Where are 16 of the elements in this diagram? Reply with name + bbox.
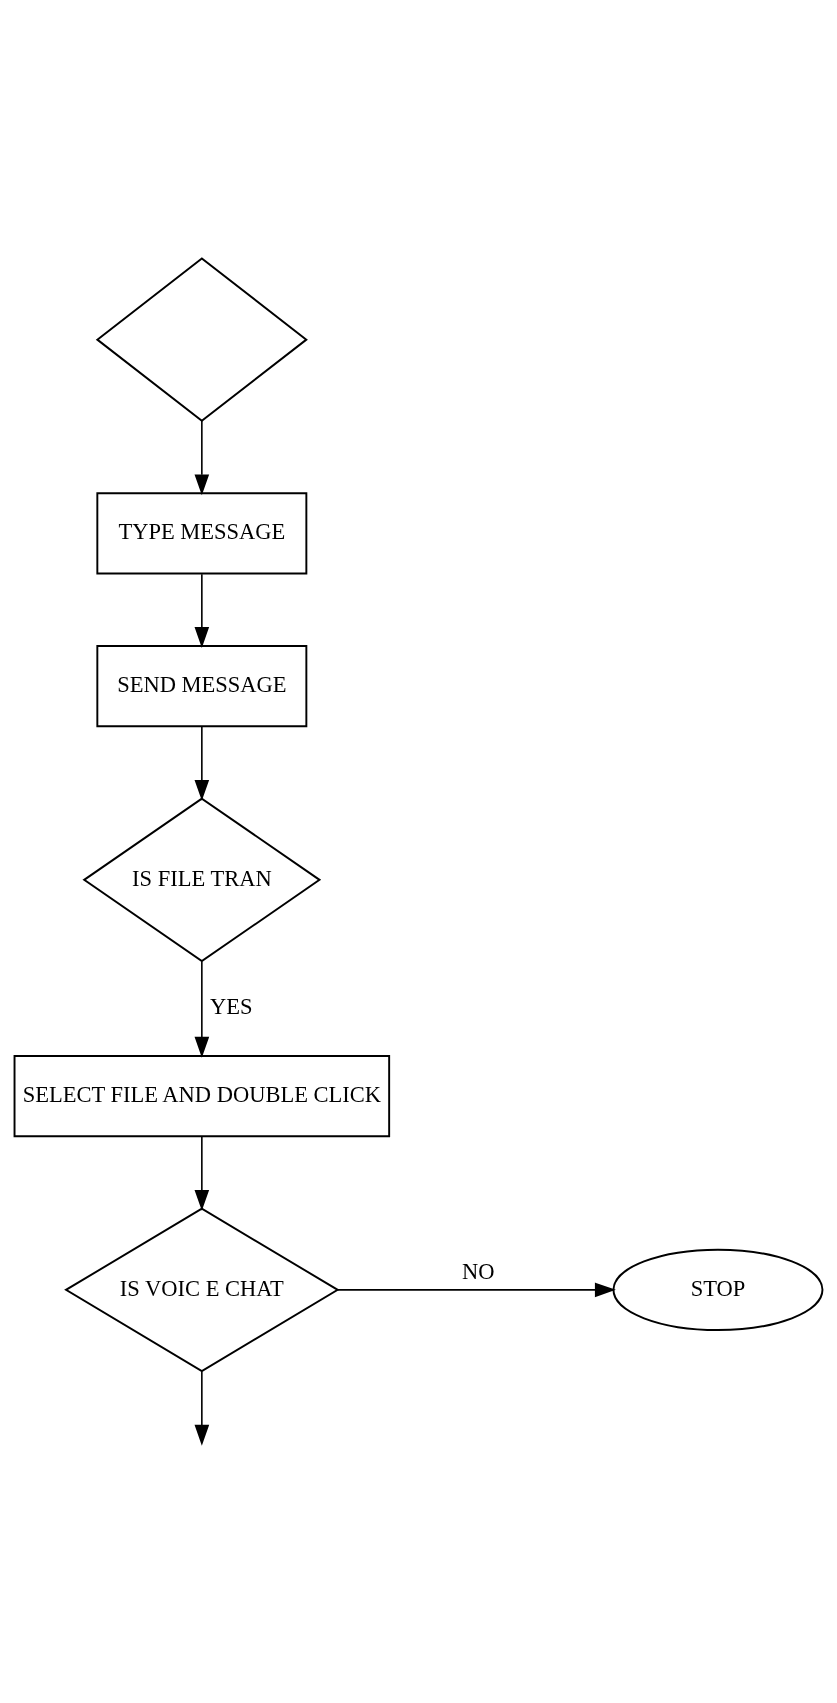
arrow — [336, 1282, 616, 1298]
arrow — [194, 573, 210, 648]
node-ellipse: STOP — [612, 1248, 824, 1332]
arrow — [194, 420, 210, 496]
arrow — [194, 725, 210, 801]
edge-label: NO — [461, 1258, 495, 1284]
node-box: SELECT FILE AND DOUBLE CLICK — [13, 1054, 391, 1138]
node-box: TYPE MESSAGE — [96, 492, 308, 575]
arrow — [194, 960, 210, 1058]
node-diamond — [95, 257, 308, 423]
arrow — [194, 1135, 210, 1211]
node-diamond: IS FILE TRAN — [82, 797, 322, 963]
edge-label: YES — [209, 994, 253, 1020]
node-box: SEND MESSAGE — [96, 644, 308, 728]
arrow — [194, 1370, 210, 1446]
node-diamond: IS VOIC E CHAT — [64, 1207, 340, 1373]
